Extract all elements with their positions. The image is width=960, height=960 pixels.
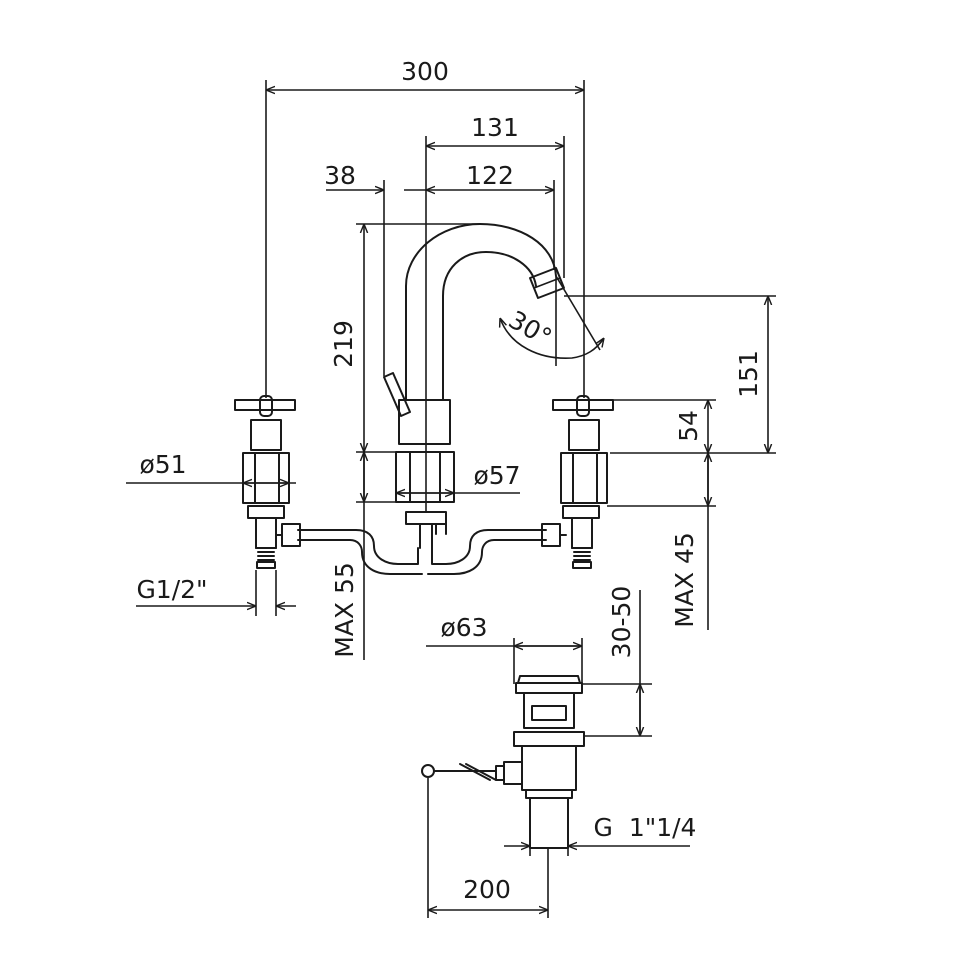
dim-overall-width: 300 (401, 57, 449, 86)
spout-body (398, 399, 451, 445)
dim-waste-thickness: 30-50 (607, 586, 636, 659)
spout-inner (442, 251, 537, 401)
dim-waste-diameter: ø63 (440, 613, 487, 642)
pop-up-waste (421, 675, 585, 849)
spout-base (395, 451, 455, 503)
dim-spout-base-diameter: ø57 (473, 461, 520, 490)
dim-deck-thickness-handles: MAX 45 (670, 532, 699, 628)
dim-lever-offset: 38 (324, 161, 356, 190)
dim-handle-height: 54 (674, 410, 703, 442)
dimension-lines (126, 80, 776, 918)
dim-outlet-height: 151 (734, 350, 763, 398)
dim-spout-angle: 30° (504, 305, 557, 352)
spout-outer (405, 223, 557, 401)
dim-spout-reach-inner: 122 (466, 161, 514, 190)
dim-waste-thread: G 1"1/4 (594, 813, 697, 842)
dim-handle-base-diameter: ø51 (139, 450, 186, 479)
left-handle (234, 395, 296, 569)
dim-spout-reach: 131 (471, 113, 519, 142)
lever (383, 372, 411, 417)
mixer-tap (234, 223, 614, 575)
dimension-labels: 300 131 122 38 219 30° 151 54 ø51 ø57 G1… (136, 57, 763, 904)
waste-cap (517, 675, 581, 684)
dim-inlet-thread: G1/2" (136, 575, 207, 604)
connecting-hoses (275, 523, 567, 575)
dim-deck-thickness-spout: MAX 55 (330, 562, 359, 658)
dim-spout-height: 219 (329, 320, 358, 368)
dim-pullrod-length: 200 (463, 875, 511, 904)
right-handle (552, 395, 614, 569)
spout-shank-nut (405, 511, 447, 525)
